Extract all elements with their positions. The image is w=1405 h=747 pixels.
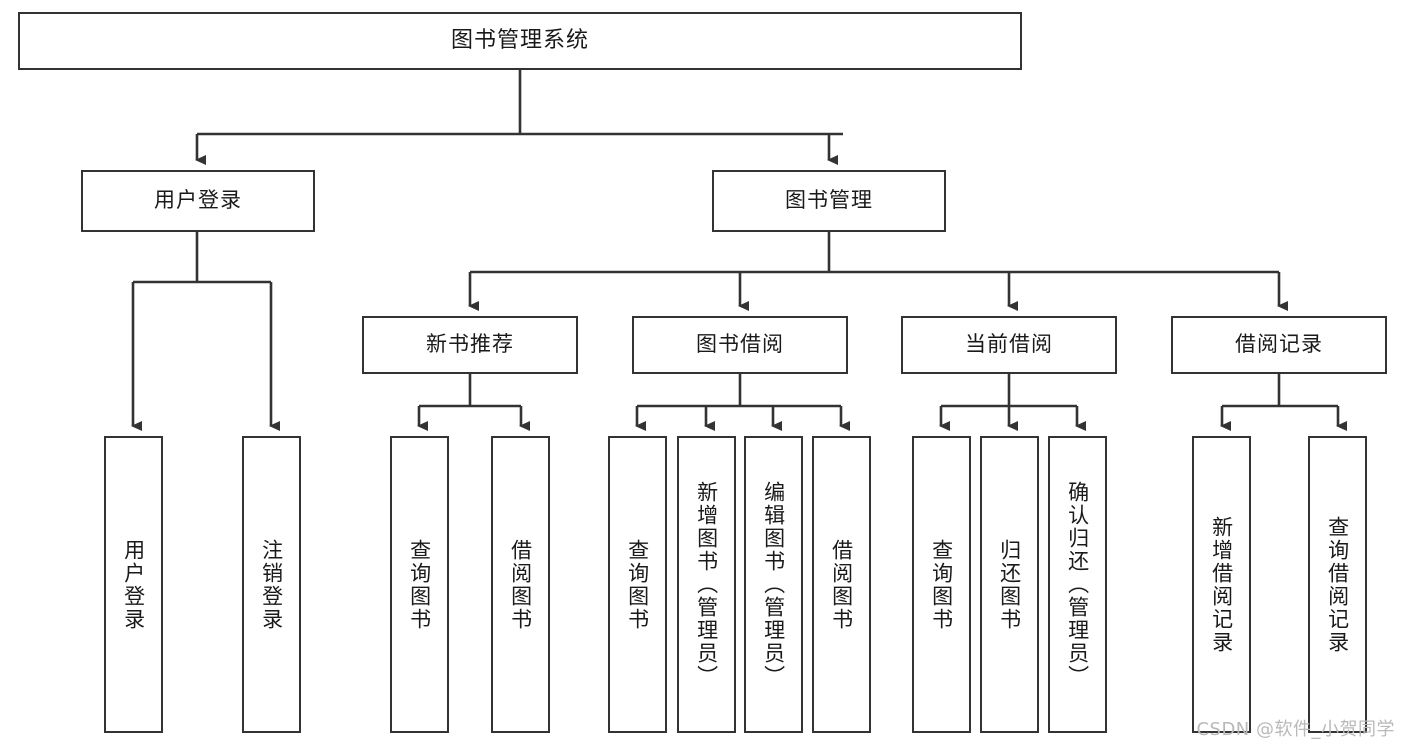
leaf-current-return-book[interactable]: 归还图书 [980, 436, 1039, 733]
node-book-management[interactable]: 图书管理 [712, 170, 946, 232]
node-borrow-record[interactable]: 借阅记录 [1171, 316, 1387, 374]
node-label: 借阅图书 [829, 538, 854, 631]
leaf-current-confirm-return-admin[interactable]: 确认归还（管理员） [1048, 436, 1107, 733]
leaf-logout[interactable]: 注销登录 [242, 436, 301, 733]
node-label: 查询图书 [929, 538, 954, 631]
node-label: 查询图书 [625, 538, 650, 631]
node-label: 新书推荐 [426, 332, 514, 357]
leaf-borrow-lend-book[interactable]: 借阅图书 [812, 436, 871, 733]
node-label: 借阅记录 [1235, 332, 1323, 357]
leaf-current-query-book[interactable]: 查询图书 [912, 436, 971, 733]
node-label: 当前借阅 [965, 332, 1053, 357]
leaf-recommend-borrow-book[interactable]: 借阅图书 [491, 436, 550, 733]
node-label: 注销登录 [259, 538, 284, 631]
node-label: 查询图书 [407, 538, 432, 631]
node-label: 确认归还（管理员） [1065, 481, 1090, 688]
node-label: 图书借阅 [696, 332, 784, 357]
node-label: 新增借阅记录 [1209, 515, 1234, 654]
node-label: 编辑图书（管理员） [761, 481, 786, 688]
leaf-user-login[interactable]: 用户登录 [104, 436, 163, 733]
node-root-book-management-system[interactable]: 图书管理系统 [18, 12, 1022, 70]
leaf-record-query-borrow-record[interactable]: 查询借阅记录 [1308, 436, 1367, 733]
node-label: 借阅图书 [508, 538, 533, 631]
node-current-borrow[interactable]: 当前借阅 [901, 316, 1117, 374]
node-new-book-recommend[interactable]: 新书推荐 [362, 316, 578, 374]
node-book-borrow[interactable]: 图书借阅 [632, 316, 848, 374]
leaf-record-add-borrow-record[interactable]: 新增借阅记录 [1192, 436, 1251, 733]
node-label: 归还图书 [997, 538, 1022, 631]
node-label: 新增图书（管理员） [694, 481, 719, 688]
leaf-recommend-query-book[interactable]: 查询图书 [390, 436, 449, 733]
node-user-login[interactable]: 用户登录 [81, 170, 315, 232]
leaf-borrow-edit-book-admin[interactable]: 编辑图书（管理员） [744, 436, 803, 733]
leaf-borrow-add-book-admin[interactable]: 新增图书（管理员） [677, 436, 736, 733]
node-label: 用户登录 [154, 188, 242, 213]
node-label: 查询借阅记录 [1325, 515, 1350, 654]
node-label: 图书管理系统 [450, 27, 589, 53]
node-label: 用户登录 [121, 538, 146, 631]
leaf-borrow-query-book[interactable]: 查询图书 [608, 436, 667, 733]
csdn-watermark: CSDN @软件_小贺同学 [1196, 719, 1395, 740]
node-label: 图书管理 [785, 188, 873, 213]
